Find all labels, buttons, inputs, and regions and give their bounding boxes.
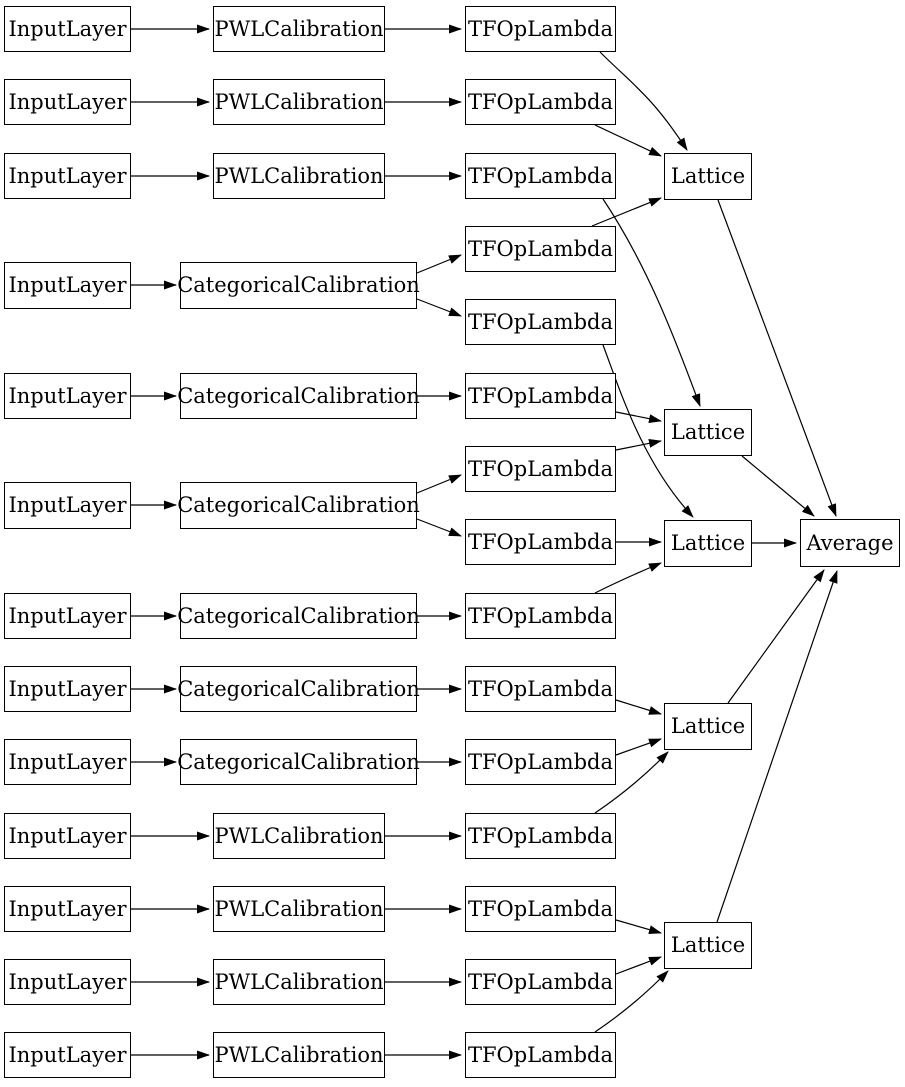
node-lat3: Lattice	[664, 520, 752, 567]
node-tf4: TFOpLambda	[465, 226, 616, 272]
edge-lat1-to-avg	[717, 199, 837, 517]
node-il9: InputLayer	[4, 739, 131, 785]
node-lat2: Lattice	[664, 409, 752, 456]
edge-tf14-to-lat5	[615, 956, 662, 975]
node-il5: InputLayer	[4, 373, 131, 419]
edge-tf10-to-lat4	[615, 699, 662, 715]
node-il7: InputLayer	[4, 593, 131, 639]
node-il11: InputLayer	[4, 886, 131, 932]
node-lat4: Lattice	[664, 703, 752, 750]
edge-cat1-to-tf4	[416, 254, 462, 274]
node-avg: Average	[800, 519, 900, 567]
diagram-edges	[131, 24, 838, 1060]
node-tf9: TFOpLambda	[465, 593, 616, 639]
edge-tf2-to-lat1	[594, 124, 662, 157]
node-pwl7: PWLCalibration	[213, 1032, 385, 1078]
node-tf7: TFOpLambda	[465, 446, 616, 492]
edge-tf6-to-lat2	[615, 411, 662, 424]
node-tf11: TFOpLambda	[465, 739, 616, 785]
node-cat3: CategoricalCalibration	[177, 482, 420, 529]
edge-cat1-to-tf5	[416, 298, 462, 317]
node-tf5: TFOpLambda	[465, 299, 616, 345]
node-il12: InputLayer	[4, 959, 131, 1005]
node-cat6: CategoricalCalibration	[177, 739, 420, 785]
node-il3: InputLayer	[4, 153, 131, 199]
node-tf12: TFOpLambda	[465, 813, 616, 859]
edge-lat4-to-avg	[727, 569, 825, 704]
node-lat1: Lattice	[664, 153, 752, 200]
node-cat5: CategoricalCalibration	[177, 666, 420, 712]
node-il1: InputLayer	[4, 6, 131, 52]
node-il13: InputLayer	[4, 1032, 131, 1078]
node-tf15: TFOpLambda	[465, 1032, 616, 1078]
node-tf14: TFOpLambda	[465, 959, 616, 1005]
edge-tf15-to-lat5	[594, 970, 669, 1033]
edge-tf12-to-lat4	[594, 751, 669, 814]
edge-lat5-to-avg	[716, 570, 838, 923]
node-cat1: CategoricalCalibration	[177, 262, 420, 309]
edge-tf5-to-lat3	[602, 344, 694, 518]
node-tf8: TFOpLambda	[465, 519, 616, 565]
node-pwl5: PWLCalibration	[213, 886, 385, 932]
node-il10: InputLayer	[4, 813, 131, 859]
node-pwl2: PWLCalibration	[213, 79, 385, 125]
node-tf2: TFOpLambda	[465, 79, 616, 125]
edge-tf1-to-lat1	[599, 51, 688, 151]
node-tf1: TFOpLambda	[465, 6, 616, 52]
node-tf10: TFOpLambda	[465, 666, 616, 712]
edge-lat2-to-avg	[741, 455, 815, 517]
edge-tf3-to-lat2	[602, 198, 701, 407]
node-il4: InputLayer	[4, 262, 131, 309]
node-cat4: CategoricalCalibration	[177, 593, 420, 639]
edge-tf4-to-lat1	[591, 197, 662, 227]
edge-tf11-to-lat4	[615, 738, 662, 756]
node-pwl3: PWLCalibration	[213, 153, 385, 199]
node-il8: InputLayer	[4, 666, 131, 712]
node-il6: InputLayer	[4, 482, 131, 529]
edge-tf9-to-lat3	[594, 562, 662, 594]
node-tf3: TFOpLambda	[465, 153, 616, 199]
node-lat5: Lattice	[664, 922, 752, 969]
edge-cat3-to-tf8	[416, 518, 462, 537]
edge-cat3-to-tf7	[416, 474, 462, 494]
edge-tf7-to-lat2	[615, 438, 662, 451]
node-pwl1: PWLCalibration	[213, 6, 385, 52]
node-tf13: TFOpLambda	[465, 886, 616, 932]
node-pwl4: PWLCalibration	[213, 813, 385, 859]
node-il2: InputLayer	[4, 79, 131, 125]
edge-tf13-to-lat5	[615, 919, 662, 934]
node-cat2: CategoricalCalibration	[177, 373, 420, 419]
node-pwl6: PWLCalibration	[213, 959, 385, 1005]
node-tf6: TFOpLambda	[465, 373, 616, 419]
